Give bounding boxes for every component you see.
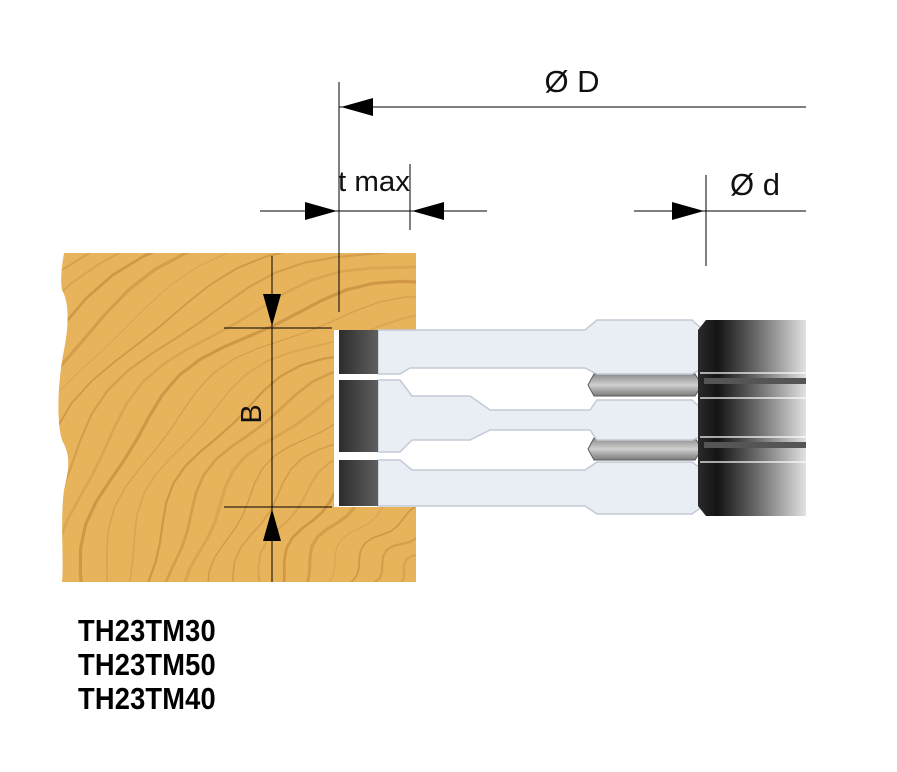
wood-grain-ring [267,441,416,582]
blade-top [339,319,704,375]
wood-grain-ring [78,278,416,582]
wood-grain-ring [251,423,416,582]
spacer-ring-lower [587,437,703,461]
arrow-width-bottom [263,509,281,541]
wood-grain-ring [58,256,416,582]
cutter-tool [339,319,806,516]
label-outer-diameter: Ø D [544,64,599,99]
spindle-hub [698,320,806,516]
arrow-depth-right [412,202,444,220]
arrow-width-top [263,294,281,326]
wood-grain-ring [231,407,416,582]
cutter-tip-top [339,330,378,374]
arrow-bore-diameter [672,202,704,220]
label-bore-diameter: Ø d [730,167,780,202]
arrow-depth-left [305,202,337,220]
wood-grain-ring [118,312,416,582]
wood-grain-ring [136,329,416,582]
cutter-tip-middle [339,380,378,452]
dimension-arrows [263,98,704,541]
wood-grain-ring [417,573,525,620]
label-depth: t max [338,166,411,198]
blade-middle [339,379,704,453]
wood-grain-ring [158,348,416,582]
wood-grain-ring [181,368,416,582]
arrow-outer-diameter [341,98,373,116]
cutter-tip-bottom [339,460,378,506]
wood-grain-ring [332,500,416,582]
wood-grain-ring [356,517,416,582]
wood-grain-ring [102,296,416,582]
product-code: TH23TM30 [78,613,216,648]
wood-grain-ring [398,552,416,582]
product-code: TH23TM50 [78,647,216,682]
product-code-list: TH23TM30 TH23TM50 TH23TM40 [78,614,235,716]
blade-bottom [339,459,704,515]
wood-grain-ring [58,253,416,582]
label-width: B [236,404,268,423]
wood-block [58,253,416,582]
wood-grain-ring [58,253,416,582]
spacer-ring-upper [587,373,703,397]
wood-grain-ring [285,459,416,582]
product-code: TH23TM40 [78,681,216,716]
wood-grain-ring [309,480,416,582]
